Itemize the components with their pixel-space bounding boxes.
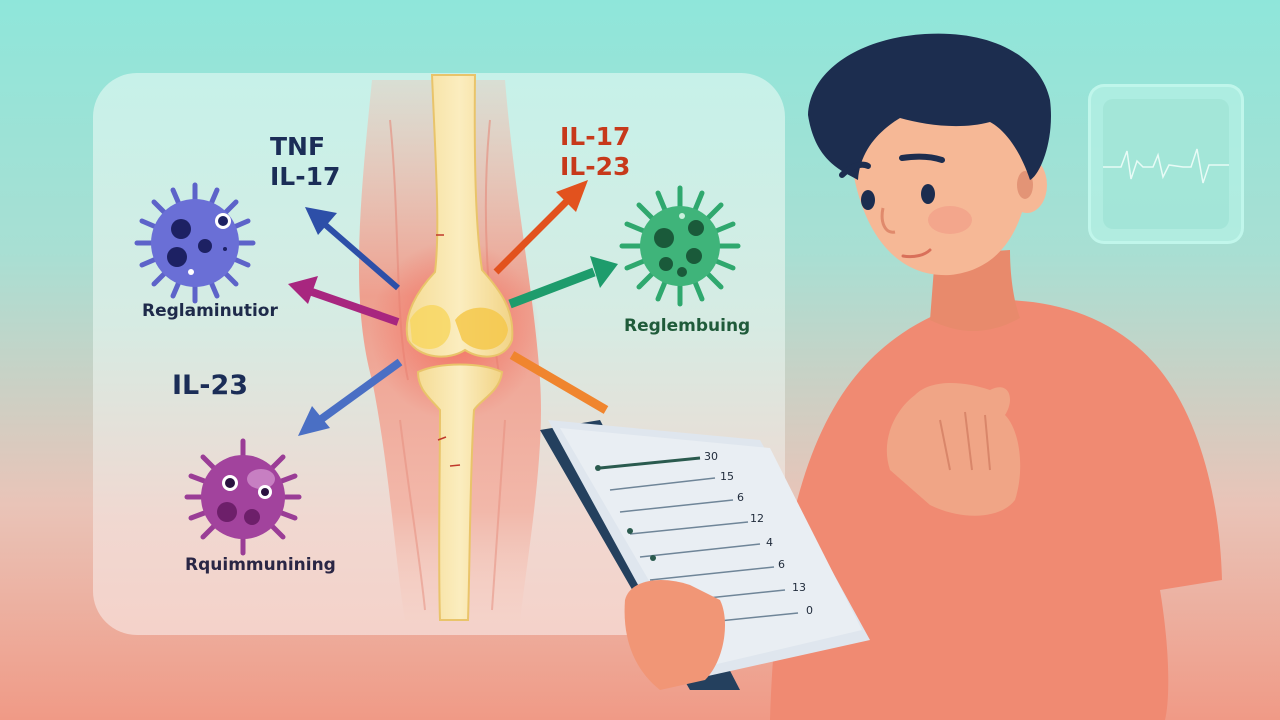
label-il17-right: IL-17 <box>560 122 631 151</box>
hand-holding-book <box>624 580 725 690</box>
label-il23-right: IL-23 <box>560 152 631 181</box>
book-entry: 0 <box>806 604 813 617</box>
arrow-orange-down-right <box>509 351 609 414</box>
book-entry: 30 <box>704 450 718 463</box>
cytokine-label-il17-il23: IL-17 IL-23 <box>560 122 630 182</box>
cytokine-label-tnf-il17: TNF IL-17 <box>270 132 340 192</box>
arrow-blue-down-left <box>298 358 403 436</box>
green-cell-label: Reglembuing <box>624 316 751 336</box>
femur-bone <box>405 74 514 358</box>
book-entry: 6 <box>737 491 744 504</box>
green-immune-cell <box>619 185 741 307</box>
arrow-magenta-left <box>288 276 400 326</box>
blue-cell-label: Reglaminutior <box>142 301 278 321</box>
arrow-orange-up-right <box>493 180 588 275</box>
hair <box>808 33 1051 180</box>
purple-immune-cell <box>184 438 302 556</box>
book-entry: 4 <box>766 536 773 549</box>
symptom-log-book <box>540 420 870 690</box>
book-entry: 6 <box>778 558 785 571</box>
arrow-green-right <box>508 256 618 309</box>
cytokine-label-il23: IL-23 <box>172 370 249 401</box>
heart-monitor-icon <box>1088 84 1244 244</box>
tibia-bone <box>416 363 504 621</box>
label-il17-left: IL-17 <box>270 162 341 191</box>
book-entry: 15 <box>720 470 734 483</box>
arrow-blue-up-left <box>305 207 400 291</box>
book-entry: 12 <box>750 512 764 525</box>
label-tnf: TNF <box>270 132 326 161</box>
blue-immune-cell <box>134 182 256 304</box>
purple-cell-label: Rquimmunining <box>185 555 336 575</box>
hand-on-chest <box>886 383 1021 516</box>
book-entry: 13 <box>792 581 806 594</box>
